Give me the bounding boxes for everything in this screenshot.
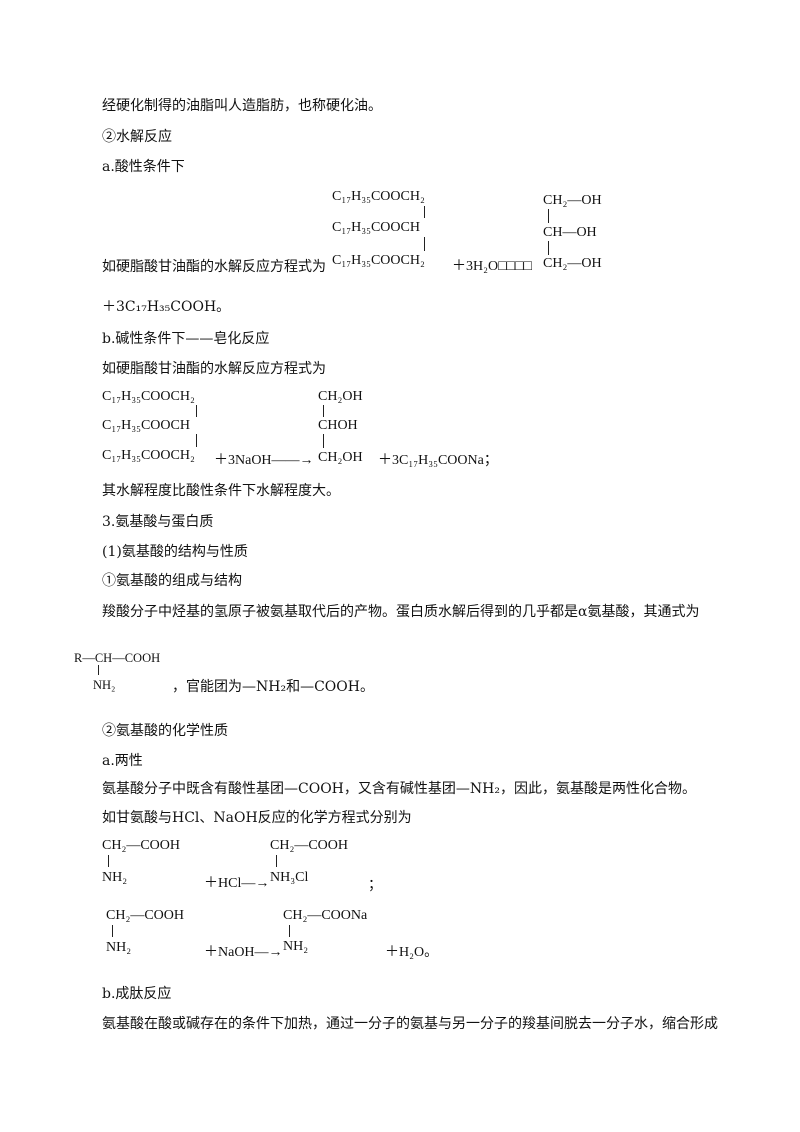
- glycerol-b-row-3: CH₂OH: [318, 450, 363, 465]
- separator: ；: [368, 878, 382, 893]
- heading-amino-protein: 3.氨基酸与蛋白质: [102, 514, 214, 530]
- bond-line: [276, 855, 277, 867]
- glycerol-row-2: CH—OH: [543, 225, 597, 240]
- peptide-text: 氨基酸在酸或碱存在的条件下加热，通过一分子的氨基与另一分子的羧基间脱去一分子水，…: [102, 1016, 718, 1032]
- product-2-top: CH₂—COONa: [283, 908, 368, 923]
- glycine-1-bottom: NH₂: [102, 870, 128, 885]
- soap-product: ＋3C₁₇H₃₅COONa；: [378, 453, 498, 468]
- product-1-top: CH₂—COOH: [270, 838, 348, 853]
- heading-base: b.碱性条件下——皂化反应: [102, 331, 270, 347]
- heading-acid: a.酸性条件下: [102, 159, 185, 175]
- ester-b-row-2: C₁₇H₃₅COOCH: [102, 418, 190, 433]
- ester-row-1: C₁₇H₃₅COOCH₂: [332, 189, 425, 204]
- bond-line: [548, 241, 549, 255]
- ester-row-2: C₁₇H₃₅COOCH: [332, 220, 420, 235]
- ester-b-row-3: C₁₇H₃₅COOCH₂: [102, 448, 195, 463]
- heading-peptide: b.成肽反应: [102, 986, 172, 1002]
- bond-line: [98, 665, 99, 675]
- bond-line: [289, 925, 290, 937]
- heading-aa-chem-props: ②氨基酸的化学性质: [102, 723, 228, 739]
- bond-line: [196, 405, 197, 417]
- product-2-bottom: NH₂: [283, 939, 309, 954]
- glycerol-b-row-2: CHOH: [318, 418, 358, 433]
- naoh-arrow-2: ＋NaOH—→: [204, 945, 283, 960]
- hcl-arrow: ＋HCl—→: [204, 876, 270, 891]
- acid-water: ＋3H₂O□□□□: [452, 259, 532, 274]
- glycine-2-top: CH₂—COOH: [106, 908, 184, 923]
- func-group-text: ，官能团为—NH₂和—COOH。: [172, 679, 374, 695]
- bond-line: [108, 855, 109, 867]
- glycine-2-bottom: NH₂: [106, 940, 132, 955]
- naoh-arrow: ＋3NaOH——→: [214, 453, 314, 468]
- aa-general-top: R—CH—COOH: [74, 651, 161, 665]
- bond-line: [323, 405, 324, 417]
- bond-line: [424, 237, 425, 251]
- glycerol-row-3: CH₂—OH: [543, 256, 602, 271]
- heading-aa-composition: ①氨基酸的组成与结构: [102, 573, 242, 589]
- heading-amphoteric: a.两性: [102, 753, 143, 769]
- heading-hydrolysis: ②水解反应: [102, 129, 172, 145]
- bond-line: [548, 209, 549, 223]
- glycerol-b-row-1: CH₂OH: [318, 389, 363, 404]
- base-intro: 如硬脂酸甘油酯的水解反应方程式为: [102, 361, 326, 377]
- amphoteric-text: 氨基酸分子中既含有酸性基团—COOH，又含有碱性基团—NH₂，因此，氨基酸是两性…: [102, 781, 696, 797]
- bond-line: [323, 434, 324, 448]
- heading-aa-structure-props: (1)氨基酸的结构与性质: [102, 544, 248, 560]
- glycerol-row-1: CH₂—OH: [543, 193, 602, 208]
- water-product: ＋H₂O。: [385, 945, 439, 960]
- bond-line: [196, 434, 197, 447]
- glycine-1-top: CH₂—COOH: [102, 838, 180, 853]
- aa-general-bottom: NH₂: [93, 678, 116, 692]
- text-hardened-oil: 经硬化制得的油脂叫人造脂肪，也称硬化油。: [102, 98, 382, 114]
- ester-b-row-1: C₁₇H₃₅COOCH₂: [102, 389, 195, 404]
- acid-intro: 如硬脂酸甘油酯的水解反应方程式为: [102, 259, 326, 275]
- product-1-bottom: NH₃Cl: [270, 870, 309, 885]
- aa-definition: 羧酸分子中烃基的氢原子被氨基取代后的产物。蛋白质水解后得到的几乎都是α氨基酸，其…: [102, 604, 700, 620]
- bond-line: [112, 925, 113, 937]
- base-note: 其水解程度比酸性条件下水解程度大。: [102, 483, 340, 499]
- glycine-intro: 如甘氨酸与HCl、NaOH反应的化学方程式分别为: [102, 810, 412, 826]
- bond-line: [424, 206, 425, 218]
- acid-product: ＋3C₁₇H₃₅COOH。: [102, 299, 231, 315]
- ester-row-3: C₁₇H₃₅COOCH₂: [332, 253, 425, 268]
